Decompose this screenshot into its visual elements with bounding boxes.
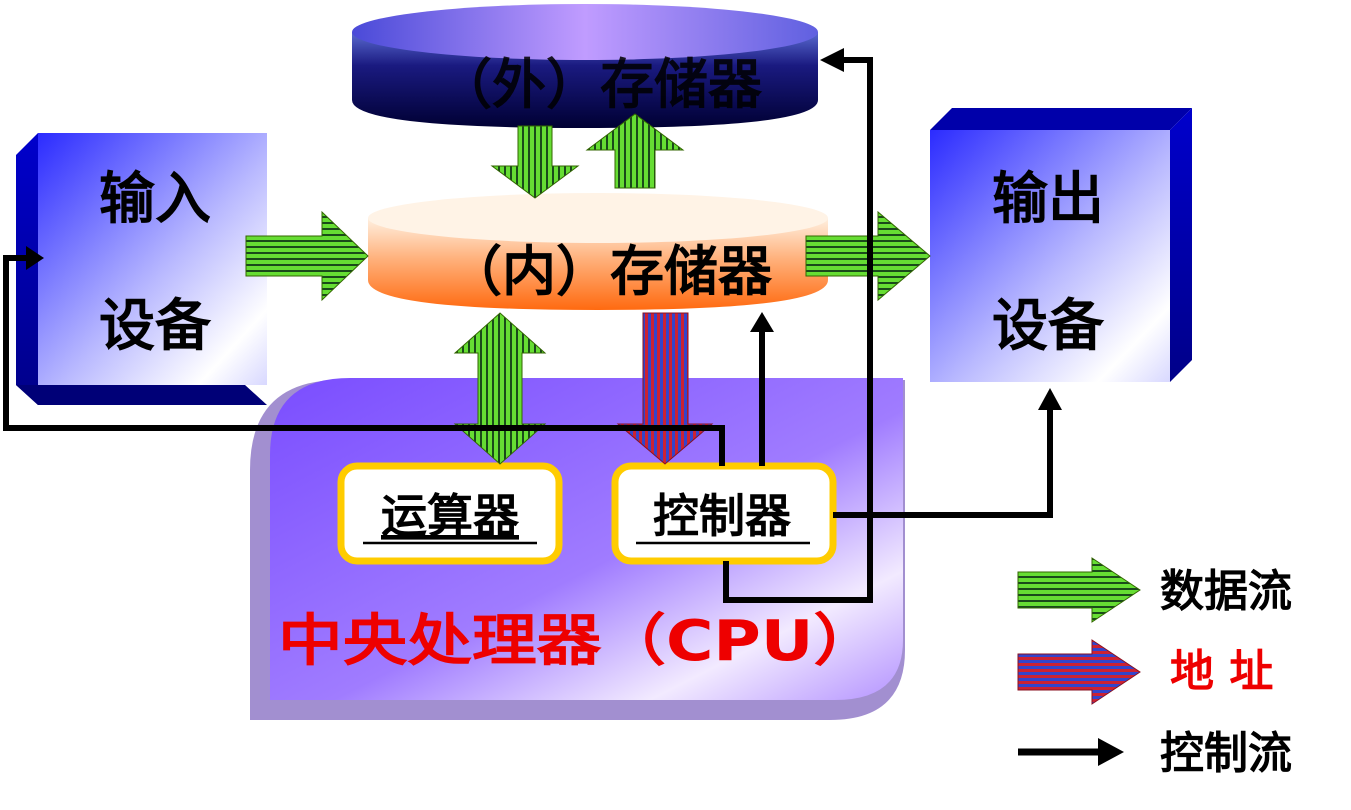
legend-address-label: 地 址 bbox=[1170, 646, 1273, 697]
control-arrowhead-internal bbox=[750, 312, 774, 332]
control-arrowhead-input bbox=[26, 246, 44, 270]
control-flow-lines bbox=[3, 57, 1053, 603]
legend-address-swatch bbox=[1017, 639, 1141, 705]
data-arrow-input-to-internal bbox=[245, 210, 369, 302]
input-device-label-line1: 输入 bbox=[99, 167, 211, 232]
controller-label: 控制器 bbox=[653, 489, 792, 543]
control-line-to-output bbox=[833, 405, 1053, 518]
data-arrow-internal-to-external bbox=[585, 113, 685, 189]
cpu-label: 中央处理器（CPU） bbox=[278, 609, 878, 674]
control-line-to-input bbox=[3, 255, 725, 466]
legend: 数据流 地 址 控制流 bbox=[1017, 557, 1292, 779]
data-arrow-external-to-internal bbox=[490, 125, 580, 199]
alu-label: 运算器 bbox=[381, 489, 520, 543]
output-device-label-line1: 输出 bbox=[992, 167, 1104, 232]
output-device-label-line2: 设备 bbox=[992, 294, 1105, 359]
legend-data-flow-label: 数据流 bbox=[1160, 566, 1292, 617]
legend-control-flow-label: 控制流 bbox=[1160, 728, 1292, 779]
control-arrowhead-output bbox=[1038, 388, 1062, 410]
legend-control-flow-swatch-head bbox=[1098, 738, 1124, 766]
external-storage-cylinder bbox=[352, 4, 818, 128]
control-arrowheads bbox=[26, 48, 1062, 410]
control-line-to-external bbox=[723, 57, 873, 603]
control-arrowhead-external bbox=[820, 48, 844, 72]
legend-data-flow-swatch bbox=[1017, 557, 1141, 623]
external-storage-label: （外）存储器 bbox=[438, 53, 763, 116]
internal-storage-label: （内）存储器 bbox=[448, 240, 773, 303]
output-device-box bbox=[930, 108, 1192, 382]
input-device-label-line2: 设备 bbox=[99, 294, 212, 359]
alu-box bbox=[337, 462, 563, 565]
internal-storage-cylinder bbox=[368, 193, 828, 310]
